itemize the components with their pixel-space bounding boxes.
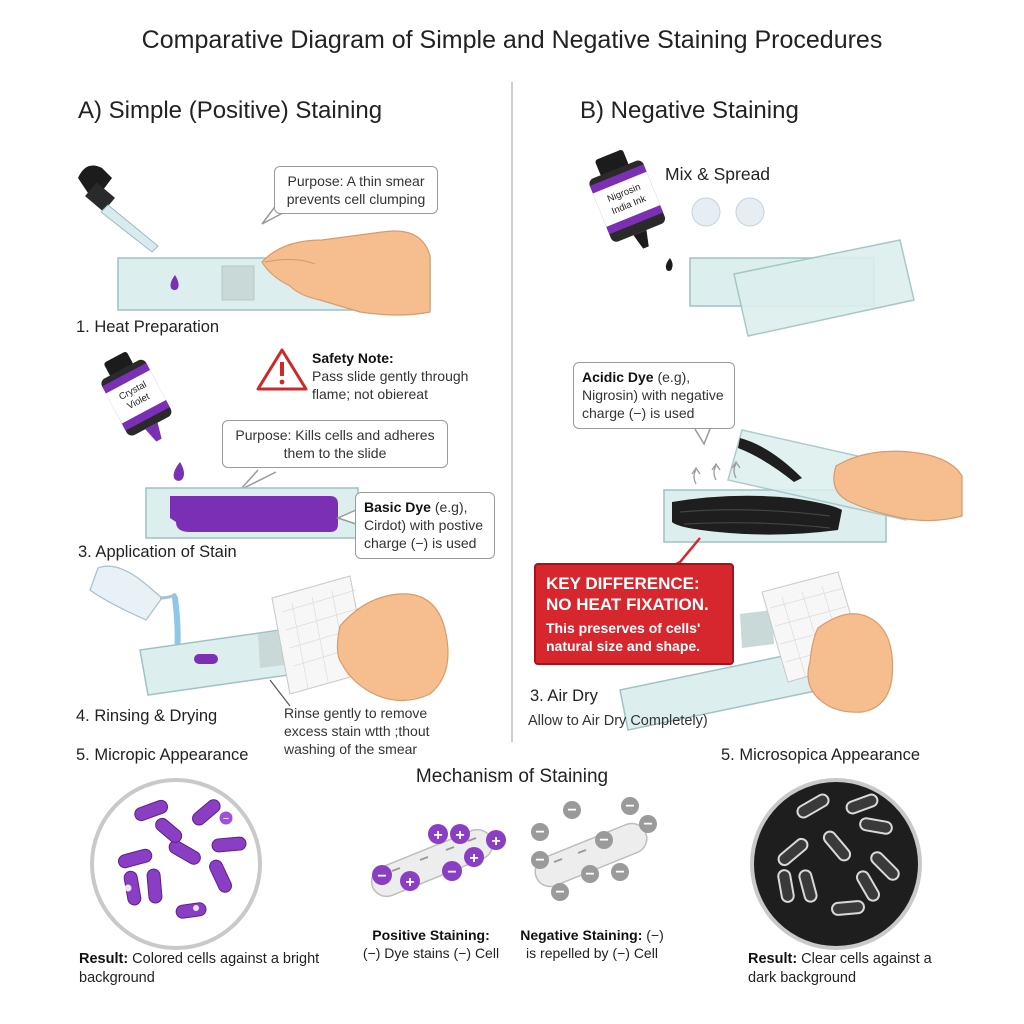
dropper-icon <box>78 165 159 253</box>
positive-dye-ions: + + + + − − + <box>372 824 506 891</box>
result-left-label: Result: <box>79 951 129 967</box>
step-rinsing-drying: 4. Rinsing & Drying <box>76 707 218 725</box>
negative-dye-ions: − − − − − − − − − <box>531 797 657 901</box>
positive-staining-label: Positive Staining: <box>372 927 490 943</box>
basic-dye-line2: Cirdot) with postive <box>364 517 484 534</box>
result-right-text: Clear cells against a dark background <box>748 951 932 986</box>
key-difference-line4: natural size and shape. <box>546 638 701 655</box>
hand-icon-2 <box>336 593 449 702</box>
key-difference-heat: NO HEAT FIXATION. <box>546 595 709 615</box>
smear-purpose-callout: Purpose: A thin smear prevents cell clum… <box>274 166 438 215</box>
acidic-dye-callout: Acidic Dye (e.g), Nigrosin) with negativ… <box>573 362 735 429</box>
minus-sign: − <box>447 864 456 881</box>
key-difference-box: KEY DIFFERENCE: NO HEAT FIXATION. This p… <box>534 563 734 665</box>
step-microscopic-appearance-left: 5. Micropic Appearance <box>76 746 249 764</box>
stain-drop-2 <box>173 462 184 481</box>
basic-dye-title: Basic Dye <box>364 499 431 515</box>
plus-sign: + <box>491 833 500 850</box>
negative-staining-charge: (−) <box>642 927 664 943</box>
acidic-dye-line2: Nigrosin) with negative <box>582 387 724 404</box>
basic-dye-callout: Basic Dye (e.g), Cirdot) with postive ch… <box>355 492 495 559</box>
step-microscopic-appearance-right: 5. Microsopica Appearance <box>721 746 921 764</box>
key-difference-title: KEY DIFFERENCE: <box>546 574 700 593</box>
air-dry-arrows <box>691 460 741 485</box>
safety-note-text: Pass slide gently through flame; not obi… <box>312 368 469 403</box>
field-minus-sign: − <box>223 813 229 825</box>
hand-icon <box>261 230 431 316</box>
spreader-ink <box>738 438 802 482</box>
plus-sign: + <box>455 827 464 844</box>
hand-icon-3 <box>833 450 963 522</box>
step-heat-preparation: 1. Heat Preparation <box>76 318 220 336</box>
basic-dye-line3: charge (−) is used <box>364 535 477 552</box>
section-heading-simple: A) Simple (Positive) Staining <box>78 97 383 124</box>
result-right: Result: Clear cells against a dark backg… <box>748 950 948 988</box>
ink-drop <box>665 258 673 271</box>
coverslip-circle-2 <box>735 197 765 227</box>
stain-smear-3 <box>194 654 218 664</box>
page-title: Comparative Diagram of Simple and Negati… <box>141 26 883 54</box>
result-left: Result: Colored cells against a bright b… <box>79 950 339 988</box>
result-left-text: Colored cells against a bright backgroun… <box>79 951 320 986</box>
minus-sign: − <box>567 802 576 819</box>
positive-staining-text: (−) Dye stains (−) Cell <box>362 945 500 962</box>
minus-sign: − <box>615 864 624 881</box>
minus-sign: − <box>599 832 608 849</box>
mechanism-heading: Mechanism of Staining <box>415 766 609 787</box>
acidic-dye-example: (e.g), <box>653 369 691 385</box>
acidic-dye-title: Acidic Dye <box>582 369 654 385</box>
minus-sign: − <box>535 824 544 841</box>
minus-sign: − <box>555 884 564 901</box>
safety-note-title: Safety Note: <box>312 350 394 366</box>
step-air-dry: 3. Air Dry <box>530 687 598 705</box>
plus-sign: + <box>405 874 414 891</box>
minus-sign: − <box>643 816 652 833</box>
minus-sign: − <box>585 866 594 883</box>
safety-note: Safety Note: Pass slide gently through f… <box>312 349 487 404</box>
positive-staining-caption: Positive Staining: (−) Dye stains (−) Ce… <box>360 926 502 962</box>
microscope-field-icon-2 <box>750 778 922 950</box>
hand-icon-4 <box>807 613 894 713</box>
microscope-field-icon: − <box>90 778 262 950</box>
minus-sign: − <box>625 798 634 815</box>
rinse-note: Rinse gently to remove excess stain wtth… <box>284 705 430 758</box>
section-heading-negative: B) Negative Staining <box>580 97 799 124</box>
wash-bottle-icon <box>89 565 181 659</box>
glass-slide-4 <box>689 239 915 337</box>
step-application-of-stain: 3. Application of Stain <box>78 543 237 561</box>
key-difference-line3: This preserves of cells' <box>546 619 701 636</box>
plus-sign: + <box>469 850 478 867</box>
plus-sign: + <box>433 827 442 844</box>
air-dry-note: Allow to Air Dry Completely) <box>528 713 708 729</box>
minus-sign: − <box>377 868 386 885</box>
stain-bottle-icon-2: Nigrosin India Ink <box>589 150 666 249</box>
negative-staining-text: is repelled by (−) Cell <box>526 945 658 962</box>
rinse-pointer <box>269 679 291 707</box>
coverslip-circle-1 <box>691 197 721 227</box>
glass-slide-2 <box>145 487 359 539</box>
warning-icon <box>256 348 308 391</box>
negative-staining-caption: Negative Staining: (−) is repelled by (−… <box>512 926 672 962</box>
mix-spread-label: Mix & Spread <box>665 164 771 184</box>
acidic-dye-line3: charge (−) is used <box>582 405 695 422</box>
stain-drop-1 <box>170 275 179 291</box>
basic-dye-example: (e.g), <box>430 499 468 515</box>
result-right-label: Result: <box>748 951 798 967</box>
stain-bottle-icon: Crystal Violet <box>101 351 172 442</box>
negative-staining-label: Negative Staining: <box>520 927 643 943</box>
minus-sign: − <box>535 852 544 869</box>
kill-purpose-callout: Purpose: Kills cells and adheres them to… <box>222 420 448 469</box>
